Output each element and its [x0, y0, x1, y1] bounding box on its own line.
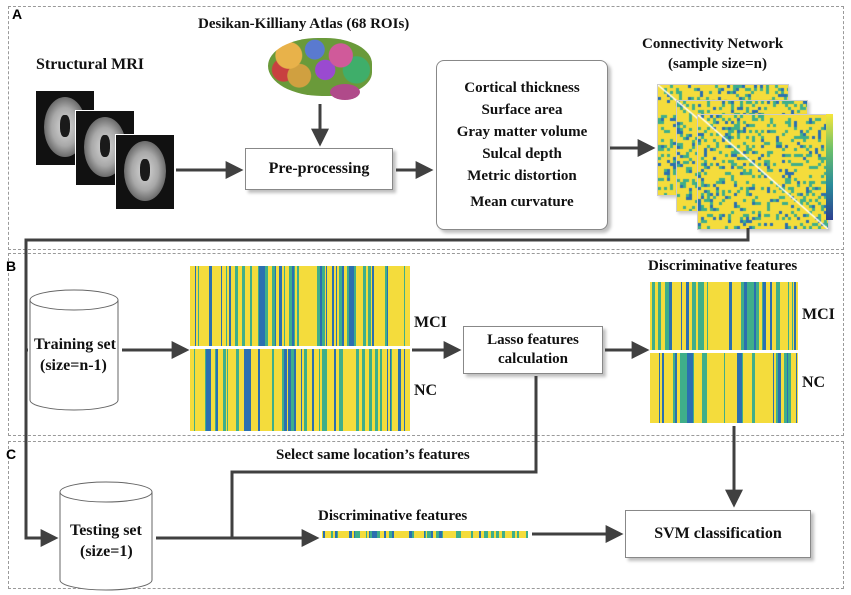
preprocessing-box: Pre-processing [245, 148, 393, 190]
lasso-line1: Lasso features [487, 332, 579, 348]
network-title-line1: Connectivity Network [642, 36, 784, 52]
training-heatmap-nc [190, 349, 410, 431]
panel-c-label: C [6, 446, 17, 462]
feature-gray-matter-volume: Gray matter volume [456, 124, 588, 140]
discriminative-heatmap-nc [650, 353, 798, 423]
lasso-line2: calculation [498, 351, 568, 367]
svm-box: SVM classification [625, 510, 811, 558]
panel-a-label: A [12, 6, 23, 22]
discriminative-title-c: Discriminative features [318, 508, 468, 524]
feature-metric-distortion: Metric distortion [467, 168, 577, 184]
feature-cortical-thickness: Cortical thickness [464, 80, 580, 96]
structural-mri-label: Structural MRI [36, 56, 144, 73]
panel-b-label: B [6, 258, 17, 274]
network-title-line2: (sample size=n) [668, 56, 767, 72]
discriminative-mci-label: MCI [802, 306, 835, 323]
brain-atlas-image [268, 38, 372, 100]
atlas-label: Desikan-Killiany Atlas (68 ROIs) [198, 16, 410, 32]
mri-slice-2 [75, 110, 135, 186]
feature-mean-curvature: Mean curvature [470, 194, 574, 210]
training-heatmap-mci [190, 266, 410, 346]
mri-slice-3 [115, 134, 175, 210]
training-set-line2: (size=n-1) [40, 357, 107, 374]
testing-set-line1: Testing set [70, 522, 142, 539]
preprocessing-label: Pre-processing [268, 160, 370, 177]
testing-set-line2: (size=1) [80, 543, 133, 560]
training-mci-label: MCI [414, 314, 447, 331]
discriminative-title-b: Discriminative features [648, 258, 798, 274]
features-box: Cortical thickness Surface area Gray mat… [436, 60, 608, 230]
feature-sulcal-depth: Sulcal depth [482, 146, 562, 162]
connectivity-matrix-3 [697, 114, 829, 230]
svm-label: SVM classification [654, 525, 782, 542]
test-feature-strip [322, 531, 528, 538]
discriminative-heatmap-mci [650, 282, 798, 350]
training-nc-label: NC [414, 382, 438, 399]
select-features-text: Select same location’s features [276, 447, 470, 463]
lasso-box: Lasso features calculation [463, 326, 603, 374]
training-set-line1: Training set [34, 336, 116, 353]
discriminative-nc-label: NC [802, 374, 826, 391]
feature-surface-area: Surface area [481, 102, 563, 118]
colorbar [826, 114, 833, 220]
